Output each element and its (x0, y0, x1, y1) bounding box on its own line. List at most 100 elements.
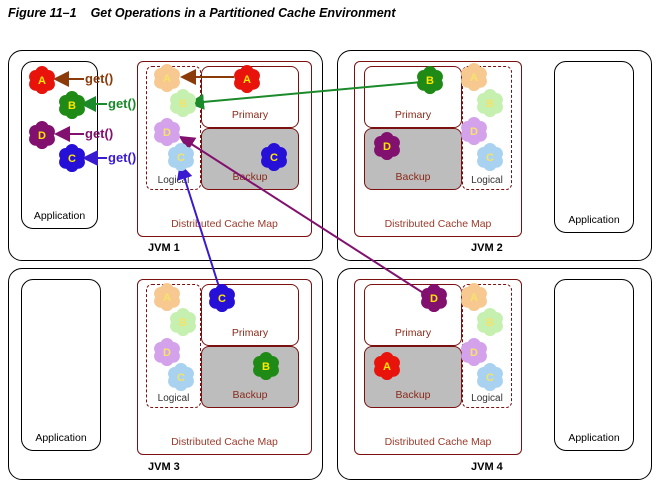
backup-partition: Backup (201, 346, 299, 408)
cache-entry-letter: A (243, 74, 251, 86)
figure-number: Figure 11–1 (8, 6, 77, 20)
cache-entry-a: A (29, 65, 55, 95)
application-label: Application (35, 432, 87, 444)
cache-entry-letter: B (68, 100, 76, 112)
cache-entry-letter: C (177, 152, 185, 164)
cache-entry-c-logical: C (477, 142, 503, 172)
primary-partition: Primary (364, 66, 462, 128)
cache-entry-letter: D (383, 141, 391, 153)
cache-entry-c: C (209, 283, 235, 313)
cache-entry-letter: A (470, 72, 478, 84)
cache-entry-letter: D (470, 347, 478, 359)
cache-entry-a: A (374, 351, 400, 381)
logical-label: Logical (471, 393, 503, 404)
cache-entry-letter: D (163, 127, 171, 139)
logical-partition: Logical (146, 66, 201, 190)
get-call-d: get() (85, 126, 114, 141)
cache-entry-a-logical: A (461, 282, 487, 312)
arrow-c-remote-to-logical (177, 163, 221, 291)
primary-label: Primary (231, 327, 269, 339)
cache-entry-letter: D (38, 130, 46, 142)
cache-entry-letter: A (163, 73, 171, 85)
cache-entry-letter: C (68, 153, 76, 165)
cache-entry-a: A (234, 64, 260, 94)
cache-entry-d-logical: D (461, 116, 487, 146)
cache-entry-a-logical: A (154, 63, 180, 93)
cache-entry-letter: A (163, 292, 171, 304)
logical-label: Logical (157, 175, 190, 186)
figure-title: Get Operations in a Partitioned Cache En… (90, 6, 396, 20)
cache-entry-b-logical: B (477, 88, 503, 118)
cache-entry-letter: C (177, 372, 185, 384)
application-label: Application (33, 210, 86, 222)
application-box: Application (554, 279, 634, 451)
cache-entry-letter: B (486, 317, 494, 329)
cache-entry-b: B (253, 351, 279, 381)
cache-entry-c-logical: C (477, 362, 503, 392)
logical-label: Logical (157, 393, 190, 404)
cache-entry-b-logical: B (477, 307, 503, 337)
application-label: Application (568, 214, 620, 226)
cache-entry-b: B (59, 90, 85, 120)
cache-entry-letter: B (426, 75, 434, 87)
cache-entry-letter: B (179, 317, 187, 329)
cache-entry-a-logical: A (154, 282, 180, 312)
cache-entry-a-logical: A (461, 62, 487, 92)
jvm-1-label: JVM 1 (148, 242, 180, 254)
backup-label: Backup (395, 171, 431, 183)
arrow-b-remote-to-logical (188, 81, 423, 110)
cache-entry-letter: A (38, 75, 46, 87)
cache-entry-letter: D (163, 347, 171, 359)
jvm-4-label: JVM 4 (471, 461, 503, 473)
dcm-label: Distributed Cache Map (171, 436, 278, 448)
figure-caption: Figure 11–1 Get Operations in a Partition… (8, 6, 395, 20)
cache-entry-d-logical: D (154, 117, 180, 147)
primary-label: Primary (231, 109, 269, 121)
cache-entry-d: D (374, 131, 400, 161)
primary-label: Primary (394, 327, 432, 339)
cache-entry-d-logical: D (154, 337, 180, 367)
cache-entry-c: C (261, 142, 287, 172)
cache-entry-b-logical: B (170, 88, 196, 118)
backup-label: Backup (232, 171, 268, 183)
logical-label: Logical (471, 175, 503, 186)
cache-entry-letter: D (470, 126, 478, 138)
cache-entry-letter: B (486, 98, 494, 110)
cache-entry-letter: C (486, 152, 494, 164)
jvm-3-label: JVM 3 (148, 461, 180, 473)
get-call-b: get() (108, 96, 137, 111)
cache-entry-letter: D (430, 293, 438, 305)
backup-label: Backup (232, 389, 268, 401)
dcm-label: Distributed Cache Map (384, 218, 492, 230)
cache-entry-b-logical: B (170, 307, 196, 337)
cache-entry-letter: A (383, 361, 391, 373)
jvm-2-label: JVM 2 (471, 242, 503, 254)
get-call-c: get() (108, 150, 137, 165)
cache-entry-letter: C (218, 293, 226, 305)
cache-entry-letter: C (486, 372, 494, 384)
primary-label: Primary (394, 109, 432, 121)
cache-entry-c: C (59, 143, 85, 173)
cache-entry-c-logical: C (168, 362, 194, 392)
cache-entry-d: D (29, 120, 55, 150)
cache-entry-d-logical: D (461, 337, 487, 367)
cache-entry-d: D (421, 283, 447, 313)
get-call-a: get() (85, 71, 114, 86)
cache-entry-letter: B (179, 98, 187, 110)
cache-entry-letter: A (470, 292, 478, 304)
cache-entry-letter: B (262, 361, 270, 373)
cache-entry-b: B (417, 65, 443, 95)
cache-entry-c-logical: C (168, 142, 194, 172)
application-box: Application (554, 61, 634, 233)
dcm-label: Distributed Cache Map (384, 436, 492, 448)
application-label: Application (568, 432, 620, 444)
backup-label: Backup (395, 389, 431, 401)
backup-partition: Backup (201, 128, 299, 190)
application-box: Application (21, 279, 101, 451)
logical-partition: Logical (146, 284, 201, 408)
arrow-d-remote-to-logical (178, 135, 429, 297)
cache-entry-letter: C (270, 152, 278, 164)
